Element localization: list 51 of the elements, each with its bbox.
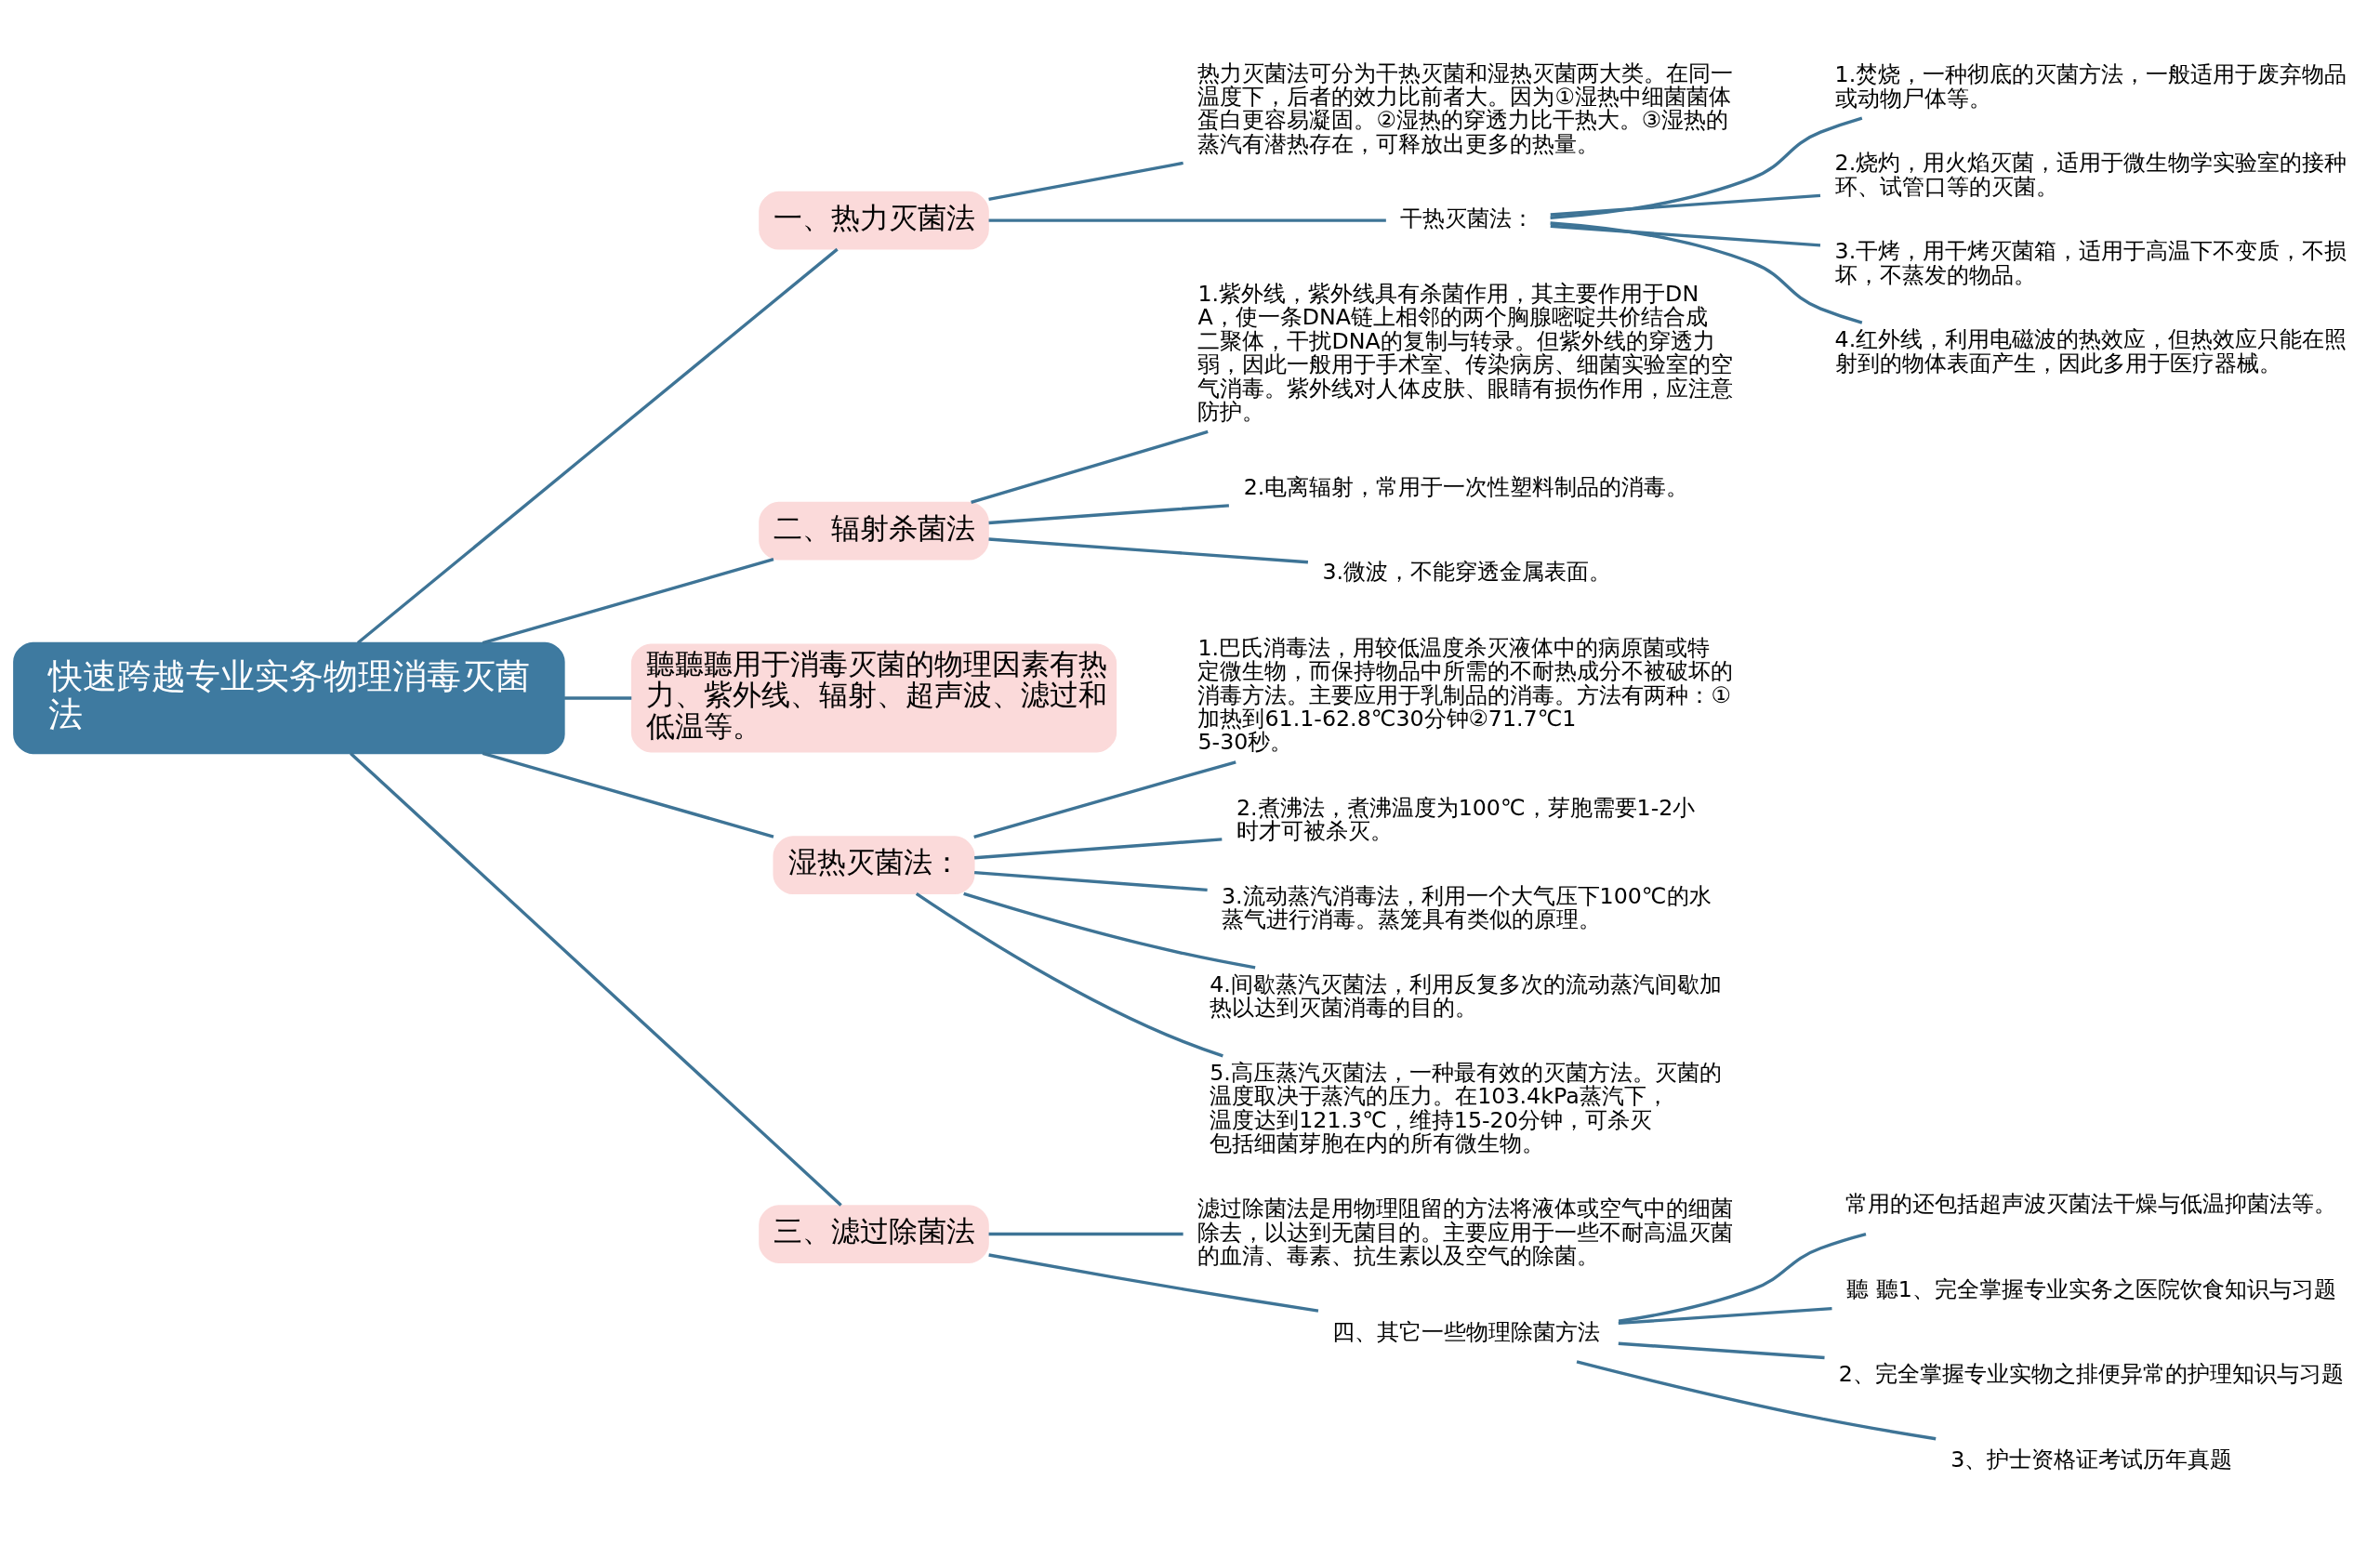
- connector: [1550, 116, 1863, 219]
- node-text: 1.焚烧，一种彻底的灭菌方法，一般适用于废弃物品或动物尸体等。: [1834, 60, 2347, 112]
- connector: [1618, 1232, 1867, 1323]
- connector: [1618, 1341, 1825, 1359]
- node-box: 快速跨越专业实务物理消毒灭菌法: [13, 641, 565, 754]
- connector: [1550, 224, 1821, 247]
- connector: [1550, 220, 1863, 324]
- connector: [973, 759, 1236, 839]
- connector: [974, 870, 1208, 891]
- connector: [482, 557, 774, 644]
- connector: [963, 891, 1256, 969]
- connector: [988, 218, 1386, 222]
- connector: [988, 1252, 1319, 1313]
- connector: [350, 751, 842, 1207]
- node-text: 2.煮沸法，煮沸温度为100℃，芽胞需要1-2小时才可被杀灭。: [1236, 794, 1696, 844]
- node-text: 热力灭菌法可分为干热灭菌和湿热灭菌两大类。在同一温度下，后者的效力比前者大。因为①湿热中细菌菌体蛋白更容易凝固。②湿热的穿透力比干热大。③湿热的蒸汽有潜热存在，可释放出更多的热量。: [1197, 59, 1734, 157]
- node-text: 1.紫外线，紫外线具有杀菌作用，其主要作用于DNA，使一条DNA链上相邻的两个胸腺嘧啶共价结合成二聚体，干扰DNA的复制与转录。但紫外线的穿透力弱，因此一般用于手术室、传染病房、细菌实验室的空气消毒。紫外线对人体皮肤、眼睛有损伤作用，应注意防护。: [1197, 280, 1734, 425]
- node-text: 1.巴氏消毒法，用较低温度杀灭液体中的病原菌或特定微生物，而保持物品中所需的不耐热成分不被破坏的消毒方法。主要应用于乳制品的消毒。方法有两种：①加热到61.1-62.8℃30分钟②71.7℃15-30秒。: [1197, 634, 1734, 755]
- node-text: 干热灭菌法：: [1400, 205, 1535, 231]
- connector: [915, 891, 1223, 1057]
- node-box: 一、热力灭菌法: [759, 191, 989, 249]
- node-text: 聽 聽1、完全掌握专业实务之医院饮食知识与习题: [1846, 1275, 2336, 1302]
- node-box: 湿热灭菌法：: [773, 835, 975, 894]
- node-text: 4.间歇蒸汽灭菌法，利用反复多次的流动蒸汽间歇加热以达到灭菌消毒的目的。: [1210, 971, 1722, 1021]
- connector: [1576, 1359, 1937, 1440]
- node-text: 4.红外线，利用电磁波的热效应，但热效应只能在照射到的物体表面产生，因此多用于医疗器械。: [1834, 325, 2347, 376]
- node-text: 3.干烤，用干烤灭菌箱，适用于高温下不变质，不损坏，不蒸发的物品。: [1834, 237, 2347, 288]
- connector: [988, 161, 1183, 201]
- connector: [1618, 1306, 1832, 1325]
- connector: [974, 837, 1223, 859]
- node-text: 2.烧灼，用火焰灭菌，适用于微生物学实验室的接种环、试管口等的灭菌。: [1834, 149, 2347, 200]
- node-text: 2、完全掌握专业实物之排便异常的护理知识与习题: [1838, 1360, 2344, 1387]
- node-text: 3、护士资格证考试历年真题: [1950, 1446, 2233, 1472]
- connector: [482, 751, 774, 839]
- connector: [988, 536, 1309, 563]
- node-box: 二、辐射杀菌法: [759, 501, 989, 561]
- node-text: 滤过除菌法是用物理阻留的方法将液体或空气中的细菌除去，以达到无菌目的。主要应用于一些不耐高温灭菌的血清、毒素、抗生素以及空气的除菌。: [1197, 1195, 1734, 1269]
- node-box: 聽聽聽用于消毒灭菌的物理因素有热力、紫外线、辐射、超声波、滤过和低温等。: [630, 642, 1117, 752]
- connector: [1550, 193, 1821, 217]
- connector: [988, 503, 1230, 524]
- node-text: 四、其它一些物理除菌方法: [1332, 1318, 1601, 1345]
- connector: [988, 1232, 1183, 1235]
- node-text: 2.电离辐射，常用于一次性塑料制品的消毒。: [1243, 473, 1689, 500]
- node-box: 三、滤过除菌法: [759, 1204, 989, 1263]
- connector: [564, 695, 632, 700]
- node-text: 3.微波，不能穿透金属表面。: [1322, 558, 1612, 585]
- node-text: 5.高压蒸汽灭菌法，一种最有效的灭菌方法。灭菌的温度取决于蒸汽的压力。在103.4kPa蒸汽下，温度达到121.3℃，维持15-20分钟，可杀灭包括细菌芽胞在内的所有微生物。: [1210, 1059, 1722, 1156]
- connector: [971, 429, 1209, 504]
- connector: [356, 247, 839, 644]
- node-text: 常用的还包括超声波灭菌法干燥与低温抑菌法等。: [1845, 1190, 2337, 1217]
- node-text: 3.流动蒸汽消毒法，利用一个大气压下100℃的水蒸气进行消毒。蒸笼具有类似的原理。: [1221, 882, 1712, 932]
